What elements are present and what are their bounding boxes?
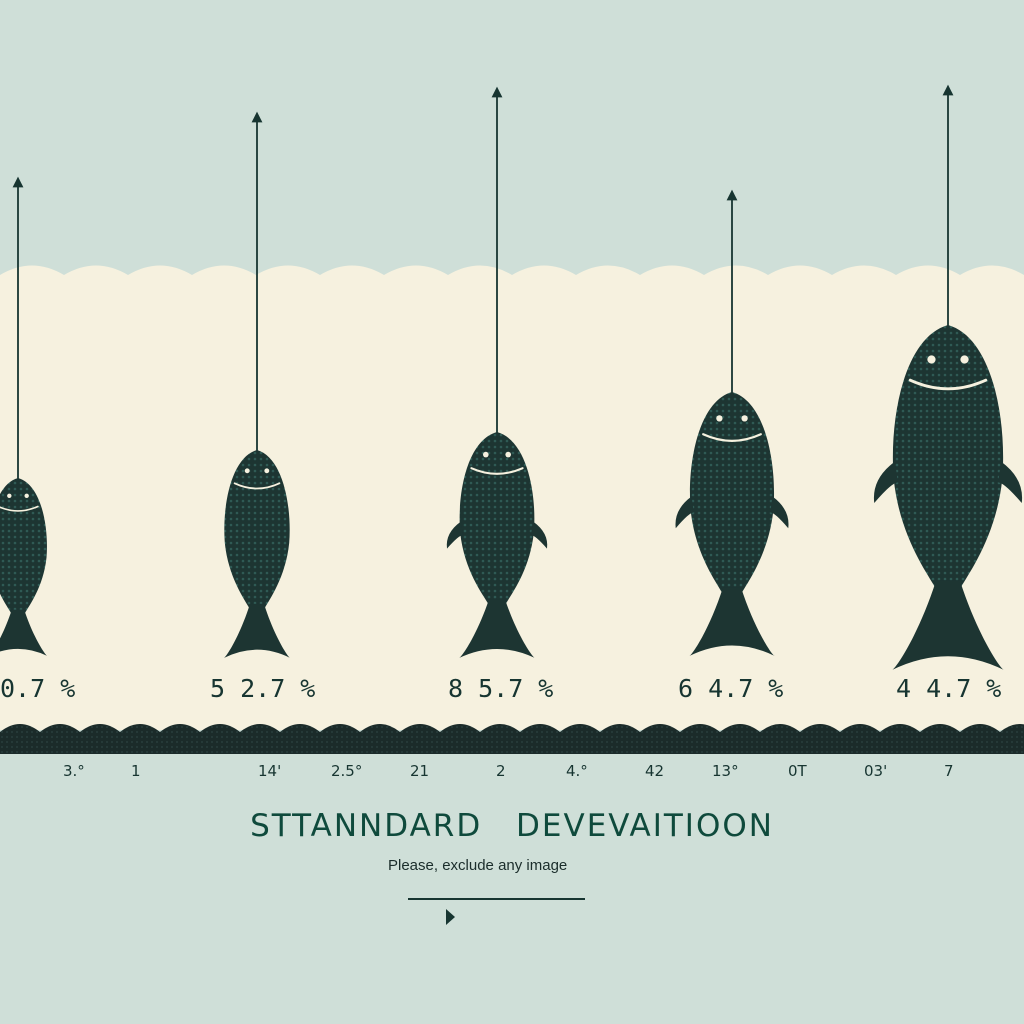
fish-fin	[446, 521, 463, 549]
fish-label-4: 6 4.7 %	[678, 674, 784, 703]
fish-body	[224, 450, 290, 609]
fish-icon	[675, 392, 789, 656]
axis-tick: 13°	[712, 762, 739, 780]
fish-smile	[0, 505, 39, 512]
fish-eye	[24, 493, 29, 498]
axis-tick: 2.5°	[331, 762, 363, 780]
fish-fin	[675, 496, 694, 529]
fish-icon	[873, 325, 1023, 670]
fish-smile	[233, 482, 281, 490]
axis-tick: 21	[410, 762, 430, 780]
fish-smile	[470, 467, 524, 475]
fish-fin	[873, 461, 898, 504]
fish-eye	[7, 493, 12, 498]
fish-label-3: 8 5.7 %	[448, 674, 554, 703]
axis-tick: 7	[944, 762, 954, 780]
fish-label-2: 5 2.7 %	[210, 674, 316, 703]
fish-fin	[531, 521, 548, 549]
fish-fin	[998, 461, 1023, 504]
axis-tick: 4.°	[566, 762, 588, 780]
fish-eye	[244, 468, 250, 474]
fish-smile	[702, 433, 762, 442]
axis-tick: 1	[131, 762, 141, 780]
scalloped-baseline-band	[0, 724, 1024, 754]
axis-tick: 0T	[788, 762, 807, 780]
fish-smile	[908, 378, 988, 391]
subtitle-note: Please, exclude any image	[388, 857, 568, 874]
fish-tail	[459, 599, 535, 658]
axis-tick: 2	[496, 762, 506, 780]
fish-icon	[0, 478, 48, 656]
fish-eye	[741, 415, 748, 422]
fish-eye	[960, 355, 969, 364]
fish-body	[0, 478, 47, 614]
fish-tail	[223, 603, 291, 658]
fish-eye	[505, 451, 512, 458]
fish-tail	[891, 580, 1005, 670]
fish-tail	[0, 609, 48, 656]
chart-title: STTANNDARD DEVEVAITIOON	[250, 808, 774, 844]
fish-label-5: 4 4.7 %	[896, 674, 1002, 703]
fish-eye	[927, 355, 936, 364]
fish-body	[459, 432, 535, 604]
axis-tick: 42	[645, 762, 665, 780]
play-triangle-icon	[446, 909, 455, 925]
fish-body	[689, 392, 775, 593]
fish-group	[0, 325, 1023, 670]
fishing-lines	[12, 84, 954, 482]
axis-tick: 03'	[864, 762, 888, 780]
axis-tick: 3.°	[63, 762, 85, 780]
axis-tick: 14'	[258, 762, 282, 780]
fish-icon	[223, 450, 291, 658]
fish-eye	[483, 451, 489, 458]
fish-eye	[716, 415, 723, 422]
fish-label-1: 0.7 %	[0, 674, 76, 703]
fish-body	[892, 325, 1004, 588]
fish-fin	[770, 496, 789, 529]
fish-eye	[264, 468, 270, 474]
fish-icon	[446, 432, 548, 658]
fish-tail	[689, 587, 775, 656]
